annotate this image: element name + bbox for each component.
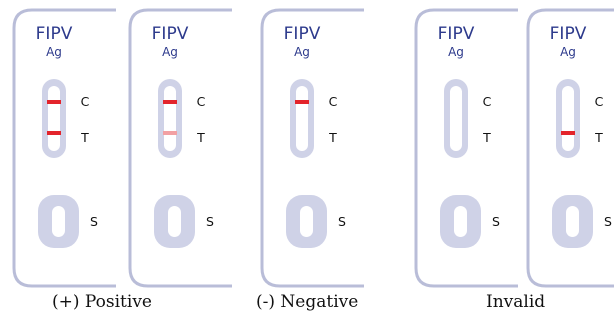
ag-label: Ag bbox=[162, 45, 178, 59]
sample-well-hole bbox=[52, 206, 65, 237]
ag-label: Ag bbox=[448, 45, 464, 59]
caption-positive: (+) Positive bbox=[52, 292, 152, 312]
t-marker: T bbox=[196, 130, 205, 145]
test-line bbox=[163, 131, 177, 135]
t-marker: T bbox=[80, 130, 89, 145]
c-marker: C bbox=[197, 94, 206, 109]
s-marker: S bbox=[90, 214, 98, 229]
caption-negative: (-) Negative bbox=[256, 292, 359, 312]
caption-invalid: Invalid bbox=[486, 292, 546, 312]
result-strip bbox=[296, 86, 308, 151]
test-line bbox=[561, 131, 575, 135]
ag-label: Ag bbox=[46, 45, 62, 59]
ag-label: Ag bbox=[294, 45, 310, 59]
c-marker: C bbox=[329, 94, 338, 109]
sample-well-hole bbox=[566, 206, 579, 237]
result-strip bbox=[450, 86, 462, 151]
t-marker: T bbox=[482, 130, 491, 145]
s-marker: S bbox=[338, 214, 346, 229]
result-strip bbox=[562, 86, 574, 151]
result-strip bbox=[48, 86, 60, 151]
s-marker: S bbox=[206, 214, 214, 229]
s-marker: S bbox=[492, 214, 500, 229]
c-marker: C bbox=[81, 94, 90, 109]
t-marker: T bbox=[328, 130, 337, 145]
c-marker: C bbox=[595, 94, 604, 109]
ag-label: Ag bbox=[560, 45, 576, 59]
sample-well-hole bbox=[454, 206, 467, 237]
control-line bbox=[163, 100, 177, 104]
t-marker: T bbox=[594, 130, 603, 145]
s-marker: S bbox=[604, 214, 612, 229]
test-line bbox=[47, 131, 61, 135]
brand-label: FIPV bbox=[438, 24, 475, 44]
brand-label: FIPV bbox=[152, 24, 189, 44]
brand-label: FIPV bbox=[550, 24, 587, 44]
c-marker: C bbox=[483, 94, 492, 109]
sample-well-hole bbox=[168, 206, 181, 237]
control-line bbox=[295, 100, 309, 104]
brand-label: FIPV bbox=[284, 24, 321, 44]
brand-label: FIPV bbox=[36, 24, 73, 44]
control-line bbox=[47, 100, 61, 104]
sample-well-hole bbox=[300, 206, 313, 237]
result-strip bbox=[164, 86, 176, 151]
